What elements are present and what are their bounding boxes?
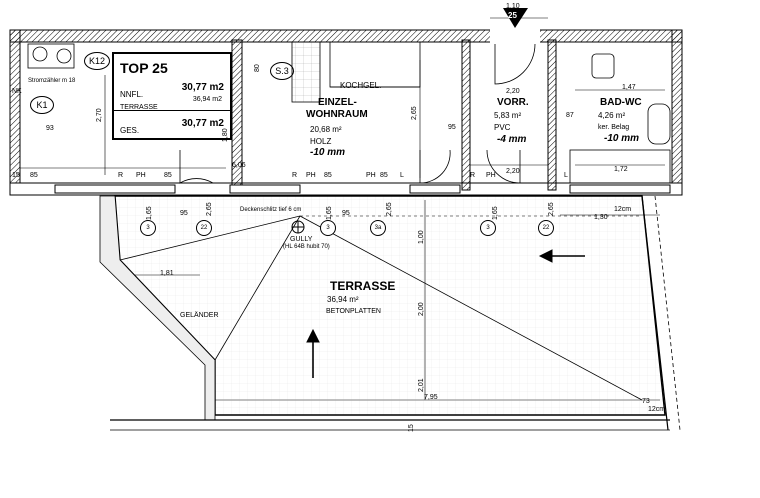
marker-3-a: 3 <box>140 220 156 236</box>
dim-85b: 85 <box>164 172 172 179</box>
gully-label: GULLY <box>290 236 313 243</box>
dim-147: 1,47 <box>622 84 636 91</box>
ges-value: 30,77 m2 <box>181 118 224 129</box>
unit-title: TOP 25 <box>120 60 168 76</box>
marker-3-b: 3 <box>320 220 336 236</box>
dim-12cm: 12cm <box>614 206 632 213</box>
dim-220a: 2,20 <box>506 88 520 95</box>
hall-area: 5,83 m² <box>494 111 522 120</box>
marker-3-c: 3 <box>480 220 496 236</box>
terrace-floor: BETONPLATTEN <box>326 308 381 315</box>
dim-93: 93 <box>46 125 54 132</box>
terrasse-label: TERRASSE <box>120 104 158 111</box>
living-level: -10 mm <box>310 147 346 158</box>
gelaender-label: GELÄNDER <box>180 312 219 319</box>
hall-level: -4 mm <box>497 134 527 145</box>
mark-ph-2: PH <box>306 172 316 179</box>
dim-85a: 85 <box>30 172 38 179</box>
gully <box>291 220 305 234</box>
dim-80: 80 <box>254 64 261 72</box>
mark-r-3: R <box>470 172 476 179</box>
mark-l-2: L <box>564 172 568 179</box>
dim-95c: 95 <box>448 124 456 131</box>
dim-201: 2,01 <box>418 378 425 392</box>
dim-795: 7,95 <box>424 394 438 401</box>
dim-220b: 2,20 <box>506 168 520 175</box>
bath-area: 4,26 m² <box>598 111 626 120</box>
dim-95b: 95 <box>180 210 188 217</box>
dim-87: 87 <box>566 112 574 119</box>
dim-12cm-b: 12cm <box>648 406 666 413</box>
nnfl-label: NNFL. <box>120 90 144 99</box>
dim-100: 1,00 <box>418 230 425 244</box>
living-name-2: WOHNRAUM <box>306 109 368 120</box>
dim-85c: 85 <box>324 172 332 179</box>
living-floor: HOLZ <box>310 137 332 146</box>
nnfl-value: 30,77 m2 <box>181 82 224 93</box>
dim-265: 2,65 <box>411 106 418 120</box>
kochgel-label: KOCHGEL. <box>340 81 382 90</box>
k12-tag: K12 <box>84 52 110 70</box>
mark-l-1: L <box>400 172 404 179</box>
living-name-1: EINZEL- <box>318 97 357 108</box>
slope-arrows <box>306 249 585 378</box>
dim-85d: 85 <box>380 172 388 179</box>
dim-172: 1,72 <box>614 166 628 173</box>
mark-ph-3: PH <box>366 172 376 179</box>
fixtures <box>27 41 671 184</box>
dim-180: 1,80 <box>222 128 229 142</box>
hall-floor: PVC <box>494 123 511 132</box>
strom-label: Stromzähler m 18 <box>28 78 76 84</box>
k1-tag: K1 <box>30 96 54 114</box>
mark-r-1: R <box>118 172 124 179</box>
hall-name: VORR. <box>497 97 529 108</box>
dim-15a: 15 <box>12 172 20 179</box>
gully-spec: (HL 64B hubit 70) <box>283 244 330 250</box>
bath-level: -10 mm <box>604 133 640 144</box>
bath-name: BAD-WC <box>600 97 642 108</box>
dim-165a: 1,65 <box>146 206 153 220</box>
living-area: 20,68 m² <box>310 125 342 134</box>
ges-label: GES. <box>120 126 140 135</box>
dim-270: 2,70 <box>96 108 103 122</box>
unit-summary-box: TOP 25 NNFL. 30,77 m2 TERRASSE 36,94 m2 … <box>112 52 232 140</box>
nk-label: NK <box>12 88 22 95</box>
walls <box>9 28 683 196</box>
bath-floor: ker. Belag <box>598 124 630 131</box>
stair-marker <box>503 8 528 28</box>
dim-130: 1,30 <box>594 214 608 221</box>
marker-22-a: 22 <box>196 220 212 236</box>
terrace-name: TERRASSE <box>330 279 396 293</box>
dim-200: 2,00 <box>418 302 425 316</box>
dim-110: 1,10 <box>506 3 520 10</box>
mark-ph-4: PH <box>486 172 496 179</box>
dim-73: 73 <box>642 398 650 405</box>
stair-number: 25 <box>508 11 517 20</box>
dim-165b: 1,65 <box>326 206 333 220</box>
dim-606: 6,06 <box>232 162 246 169</box>
dim-265b: 2,65 <box>206 202 213 216</box>
terrace-outline <box>99 195 681 431</box>
mark-r-2: R <box>292 172 298 179</box>
marker-22-b: 22 <box>538 220 554 236</box>
dim-265d: 2,65 <box>548 202 555 216</box>
mark-ph-1: PH <box>136 172 146 179</box>
deckenschlitz-label: Deckenschlitz tief 6 cm <box>240 207 302 213</box>
dim-95a: 95 <box>342 210 350 217</box>
dim-165c: 1,65 <box>492 206 499 220</box>
terrasse-value: 36,94 m2 <box>192 96 222 103</box>
marker-3a: 3a <box>370 220 386 236</box>
s3-tag: S.3 <box>270 62 294 80</box>
dim-181: 1,81 <box>160 270 174 277</box>
terrace-area: 36,94 m² <box>327 295 359 304</box>
dim-15b: 15 <box>408 424 415 432</box>
dim-265c: 2,65 <box>386 202 393 216</box>
